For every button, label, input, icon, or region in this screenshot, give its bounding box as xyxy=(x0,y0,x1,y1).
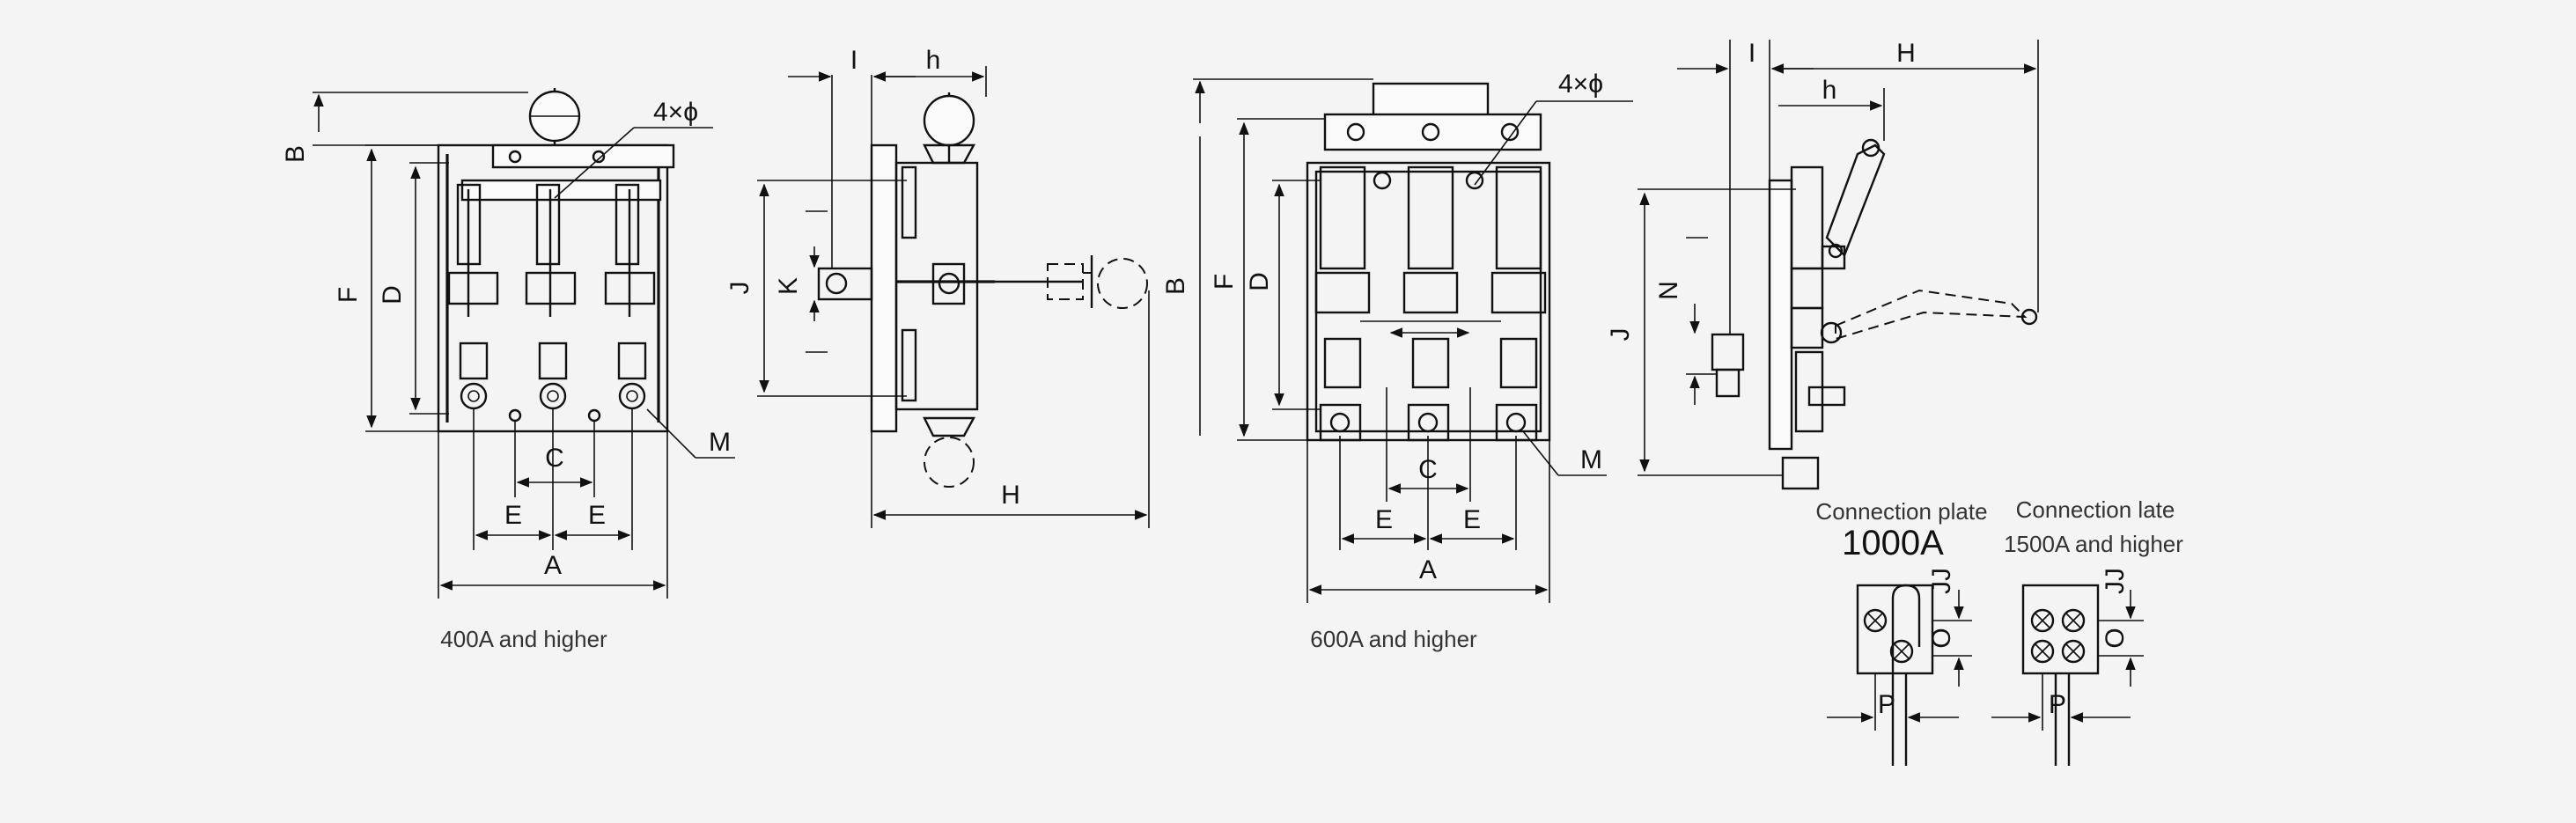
dim-label-J-600: J xyxy=(1606,328,1635,342)
dim-label-F: F xyxy=(334,287,363,303)
dim-label-M: M xyxy=(709,428,731,457)
top-mount-plate xyxy=(491,143,675,169)
connection-plate-1000a: Connection plate 1000A JJ O P xyxy=(1815,498,1988,766)
dim-label-JJ-1500: JJ xyxy=(2101,568,2130,594)
dim-label-E-right: E xyxy=(588,501,606,530)
dim-label-K: K xyxy=(774,277,803,295)
base-hole-right xyxy=(587,408,601,423)
dim-label-N: N xyxy=(1654,281,1683,300)
dim-label-O-1500: O xyxy=(2101,628,2130,648)
side-base xyxy=(870,143,898,433)
dim-label-D: D xyxy=(378,285,407,305)
caption-400a: 400A and higher xyxy=(440,626,607,652)
pole-1 xyxy=(447,183,499,410)
dim-label-H: H xyxy=(1001,481,1020,510)
dim-label-JJ-1000: JJ xyxy=(1927,568,1956,594)
side-view-600a: I H h J N xyxy=(1606,39,2039,490)
dim-label-J: J xyxy=(725,282,754,295)
plate-1500a-body xyxy=(2021,584,2100,675)
dim-label-O-1000: O xyxy=(1927,628,1956,648)
dim-label-M-600: M xyxy=(1580,445,1602,474)
top-bar-600 xyxy=(1323,113,1542,151)
dim-label-I-600: I xyxy=(1748,39,1755,68)
dim-label-h-600: h xyxy=(1822,76,1837,105)
side-handle-ball xyxy=(923,94,975,147)
front-view-600a: F D 4×ϕ M C E E A 600A and higher xyxy=(1193,70,1633,652)
dim-label-h: h xyxy=(926,46,941,75)
pole-2 xyxy=(525,183,577,410)
dim-label-H-600: H xyxy=(1896,39,1916,68)
base-hole-left xyxy=(508,408,522,423)
dim-label-A: A xyxy=(544,551,562,580)
side-handle-ball-open xyxy=(924,437,975,488)
top-crossbar xyxy=(460,179,662,202)
plate-1000a-body xyxy=(1856,584,1934,675)
hole-callout: 4×ϕ xyxy=(653,98,698,127)
plate-1000a-title: Connection plate xyxy=(1815,498,1987,525)
dim-label-P-1500: P xyxy=(2049,690,2066,719)
dim-label-P-1000: P xyxy=(1878,690,1895,719)
hole-callout-600: 4×ϕ xyxy=(1558,70,1603,99)
caption-600a: 600A and higher xyxy=(1310,626,1477,652)
side-view-400a: I h J K H B xyxy=(725,46,1190,528)
dim-label-B-side: B xyxy=(1161,277,1190,295)
mount-hole-left xyxy=(508,150,522,164)
plate-1500a-subtitle: 1500A and higher xyxy=(2004,531,2183,557)
side-handle-ball-rotated xyxy=(1097,258,1148,309)
dim-label-A-600: A xyxy=(1419,555,1437,584)
pole-600-1 xyxy=(1314,165,1371,442)
front-view-400a: B F D 4×ϕ M C E E A 400 xyxy=(281,88,735,652)
dim-label-I: I xyxy=(850,46,857,75)
pole-600-3 xyxy=(1490,165,1547,442)
base-frame-600 xyxy=(1306,161,1551,442)
dim-label-E-left: E xyxy=(504,501,522,530)
dim-label-F-600: F xyxy=(1210,274,1239,290)
side-base-600 xyxy=(1768,179,1793,451)
dim-label-D-600: D xyxy=(1245,272,1274,291)
pole-600-2 xyxy=(1402,165,1459,442)
dim-label-B: B xyxy=(281,145,310,163)
plate-1500a-title: Connection late xyxy=(2016,496,2175,523)
plate-1000a-subtitle: 1000A xyxy=(1842,524,1944,562)
dim-label-E-right-600: E xyxy=(1463,505,1481,534)
dim-label-C: C xyxy=(545,444,564,473)
handle-arm xyxy=(1825,143,1886,258)
connection-plate-1500a: Connection late 1500A and higher JJ O P xyxy=(1991,496,2183,766)
pole-3 xyxy=(604,183,656,410)
mount-hole-right xyxy=(592,150,606,164)
dim-label-E-left-600: E xyxy=(1375,505,1393,534)
